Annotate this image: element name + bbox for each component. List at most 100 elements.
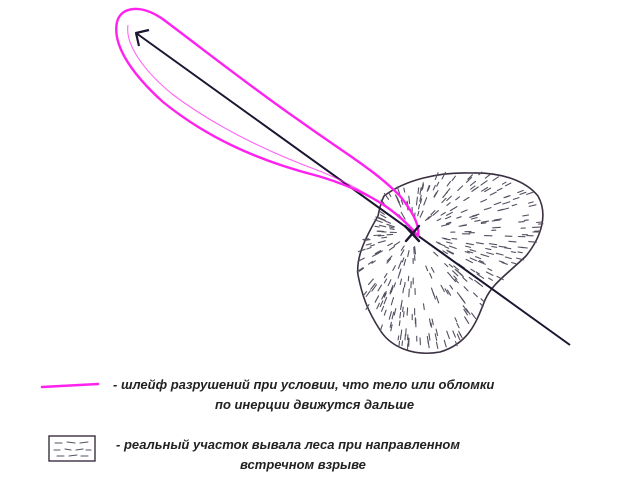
fall-zone-hatch-mark <box>512 197 520 200</box>
fall-zone-hatch-mark <box>365 290 371 297</box>
fall-zone-hatch-mark <box>397 271 401 279</box>
fall-zone-hatch-mark <box>414 245 417 255</box>
fall-zone-hatch-mark <box>401 257 405 263</box>
fall-zone-hatch-mark <box>400 249 405 256</box>
fall-zone-hatch-mark <box>407 250 410 258</box>
fall-zone-hatch-mark <box>452 270 459 277</box>
legend-zone-description: - реальный участок вывала леса при напра… <box>116 437 460 452</box>
fall-zone-hatch-mark <box>399 311 402 319</box>
fall-zone-hatch-mark <box>469 257 478 262</box>
fall-zone-hatch-mark <box>426 335 429 344</box>
fall-zone-hatch-mark <box>475 242 484 245</box>
fall-zone-hatch-mark <box>470 217 478 220</box>
fall-zone-hatch-mark <box>498 260 505 264</box>
fall-zone-hatch-mark <box>373 234 382 237</box>
legend-plume-swatch <box>40 382 100 389</box>
fall-zone-hatch-mark <box>483 207 492 211</box>
fall-zone-hatch-mark <box>528 204 537 207</box>
fall-zone-hatch-mark <box>501 181 507 185</box>
fall-zone-hatch-mark <box>448 245 457 250</box>
fall-zone-hatch-mark <box>461 224 468 227</box>
fall-zone-hatch-mark <box>448 263 454 268</box>
fall-zone-hatch-mark <box>444 246 450 249</box>
fall-zone-hatch-mark <box>400 211 406 220</box>
fall-zone-hatch-mark <box>400 245 405 251</box>
fall-zone-hatch-mark <box>465 242 474 246</box>
fall-zone-hatch-mark <box>390 287 394 293</box>
fall-zone-hatch-mark <box>486 252 495 255</box>
fall-zone-hatch-mark <box>493 201 502 206</box>
fall-zone-hatch-mark <box>430 287 435 296</box>
fall-zone-hatch-mark <box>479 260 485 263</box>
fall-zone-hatch-mark <box>480 222 487 224</box>
fall-zone-hatch-mark <box>456 322 460 329</box>
fall-zone-hatch-mark <box>386 255 393 262</box>
fall-zone-hatch-mark <box>517 251 523 254</box>
fall-zone-hatch-mark <box>369 244 376 247</box>
fall-zone-hatch-mark <box>396 186 401 195</box>
fall-zone-hatch-mark <box>367 278 374 286</box>
fall-zone-hatch-mark <box>469 180 477 187</box>
fall-zone-hatch-mark <box>446 289 452 296</box>
legend-zone-description-continued: встречном взрыве <box>240 457 366 472</box>
fall-zone-hatch-mark <box>428 318 432 327</box>
fall-zone-hatch-mark <box>474 219 481 222</box>
fall-zone-hatch-mark <box>383 278 388 284</box>
fall-zone-hatch-mark <box>528 241 537 243</box>
fall-zone-hatch-mark <box>383 309 387 316</box>
fall-zone-hatch-mark <box>365 243 372 246</box>
fall-zone-hatch-mark <box>496 187 503 192</box>
fall-zone-hatch-mark <box>431 318 434 326</box>
fall-zone-hatch-mark <box>380 199 385 204</box>
fall-zone-hatch-mark <box>356 267 364 273</box>
fall-zone-hatch-mark <box>526 191 534 195</box>
fall-zone-hatch-mark <box>399 278 403 286</box>
fall-zone-hatch-mark <box>367 260 374 265</box>
fall-zone-hatch-mark <box>374 250 382 255</box>
fall-zone-hatch-mark <box>477 260 486 265</box>
fall-zone-hatch-mark <box>488 243 498 246</box>
fall-zone-hatch-mark <box>517 189 524 194</box>
fall-zone-hatch-mark <box>454 278 459 284</box>
fall-zone-hatch-mark <box>469 214 478 218</box>
fall-zone-hatch-mark <box>484 173 492 179</box>
fall-zone-hatch-mark <box>444 215 452 220</box>
fall-zone-hatch-mark <box>374 295 380 303</box>
fall-zone-hatch-mark <box>377 240 386 244</box>
fall-zone-hatch-mark <box>432 184 436 191</box>
fall-zone-hatch-mark <box>462 305 469 313</box>
fall-zone-hatch-mark <box>440 211 446 216</box>
fall-zone-hatch-mark <box>491 245 498 248</box>
fall-zone-hatch-mark <box>453 265 460 271</box>
fall-zone-hatch-mark <box>466 250 474 254</box>
fall-zone-hatch-mark <box>454 317 458 323</box>
fall-zone-hatch-mark <box>408 288 410 298</box>
fall-zone-hatch-mark <box>421 184 425 190</box>
fall-zone-hatch-mark <box>465 176 473 183</box>
fall-zone-hatch-mark <box>481 186 489 192</box>
fall-zone-hatch-mark <box>378 224 387 228</box>
fall-zone-hatch-mark <box>505 195 511 198</box>
fall-zone-hatch-mark <box>406 307 409 316</box>
fall-zone-hatch-mark <box>476 273 485 279</box>
fall-zone-hatch-mark <box>397 260 402 269</box>
fall-zone-hatch-mark <box>372 252 380 257</box>
fall-zone-hatch-mark <box>366 246 372 250</box>
fall-zone-hatch-mark <box>523 219 529 221</box>
fall-zone-hatch-mark <box>387 279 392 287</box>
fall-zone-hatch-mark <box>388 245 395 251</box>
fall-zone-hatch-mark <box>455 196 461 201</box>
fall-zone-hatch-mark <box>472 292 478 298</box>
fall-zone-hatch-mark <box>442 250 449 255</box>
fall-zone-hatch-mark <box>435 295 440 304</box>
fall-zone-hatch-mark <box>434 172 439 181</box>
fall-zone-hatch-mark <box>502 201 511 205</box>
destruction-plume-inner-stroke <box>127 24 417 233</box>
fall-zone-hatch-mark <box>386 223 396 228</box>
fall-zone-hatch-mark <box>370 282 376 290</box>
fall-zone-hatch-mark <box>358 267 365 272</box>
fall-zone-hatch-mark <box>430 322 433 328</box>
fall-zone-hatch-mark <box>480 253 490 258</box>
fall-zone-hatch-mark <box>446 330 450 340</box>
fall-zone-hatch-mark <box>484 187 492 193</box>
